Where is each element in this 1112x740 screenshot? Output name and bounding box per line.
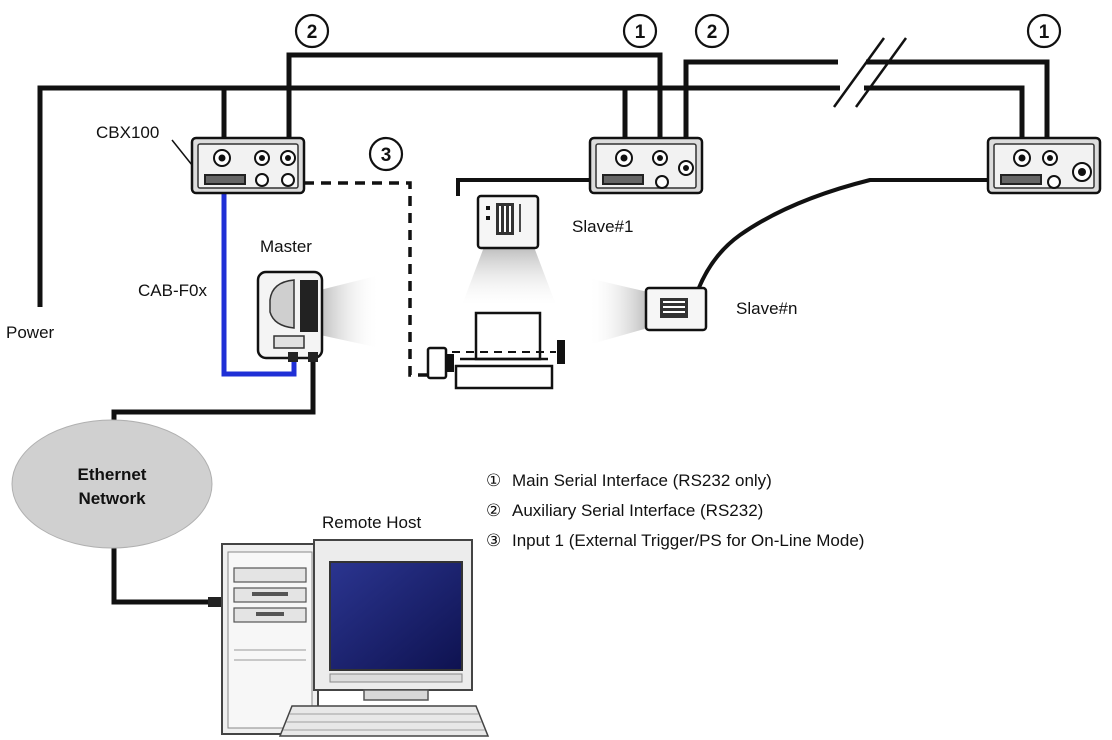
master-cab-cable	[221, 186, 297, 377]
master-scanner	[256, 270, 380, 362]
host-ethernet-cable	[111, 548, 210, 605]
slaven-label: Slave#n	[736, 299, 797, 318]
legend-symbol-1: ①	[486, 471, 501, 490]
remote-host-computer	[221, 539, 490, 737]
slaven-scanner-cable	[696, 178, 990, 291]
power-label: Power	[6, 323, 55, 342]
cable-break-marks	[832, 37, 908, 108]
legend-text-2: Auxiliary Serial Interface (RS232)	[512, 501, 763, 520]
legend: ① Main Serial Interface (RS232 only) ② A…	[486, 471, 864, 550]
callout-2-middle: 2	[694, 13, 730, 49]
cbx100-label: CBX100	[96, 123, 159, 142]
photo-sensor	[426, 346, 454, 380]
ethernet-label-line1: Ethernet	[78, 465, 147, 484]
svg-text:1: 1	[1039, 22, 1050, 43]
slave1-scanner	[462, 194, 556, 305]
slave1-label: Slave#1	[572, 217, 633, 236]
main-serial-cable-1	[683, 59, 1050, 152]
aux-serial-cable-2	[286, 52, 663, 152]
cbx100-slave1-box	[588, 136, 704, 195]
svg-text:2: 2	[307, 22, 318, 43]
svg-text:1: 1	[635, 22, 646, 43]
slave1-scanner-cable	[456, 178, 596, 196]
callout-3: 3	[368, 136, 404, 172]
cbx100-slaven-box	[986, 136, 1102, 195]
callout-2-left: 2	[294, 13, 330, 49]
ethernet-label-line2: Network	[78, 489, 146, 508]
cbx100-master-box	[190, 136, 306, 195]
svg-text:2: 2	[707, 22, 718, 43]
legend-symbol-2: ②	[486, 501, 501, 520]
legend-text-1: Main Serial Interface (RS232 only)	[512, 471, 772, 490]
cbx100-leader	[171, 139, 193, 166]
remote-host-label: Remote Host	[322, 513, 421, 532]
master-label: Master	[260, 237, 312, 256]
conveyor-object	[452, 311, 565, 390]
trigger-input-cable	[304, 181, 430, 377]
callout-1-middle: 1	[622, 13, 658, 49]
callout-1-right: 1	[1026, 13, 1062, 49]
slaven-scanner	[588, 278, 708, 345]
ethernet-network-cloud	[11, 419, 213, 549]
legend-symbol-3: ③	[486, 531, 501, 550]
host-connector	[208, 597, 222, 607]
legend-text-3: Input 1 (External Trigger/PS for On-Line…	[512, 531, 864, 550]
svg-text:3: 3	[381, 145, 392, 166]
cab-label: CAB-F0x	[138, 281, 207, 300]
master-ethernet-cable	[111, 358, 316, 430]
